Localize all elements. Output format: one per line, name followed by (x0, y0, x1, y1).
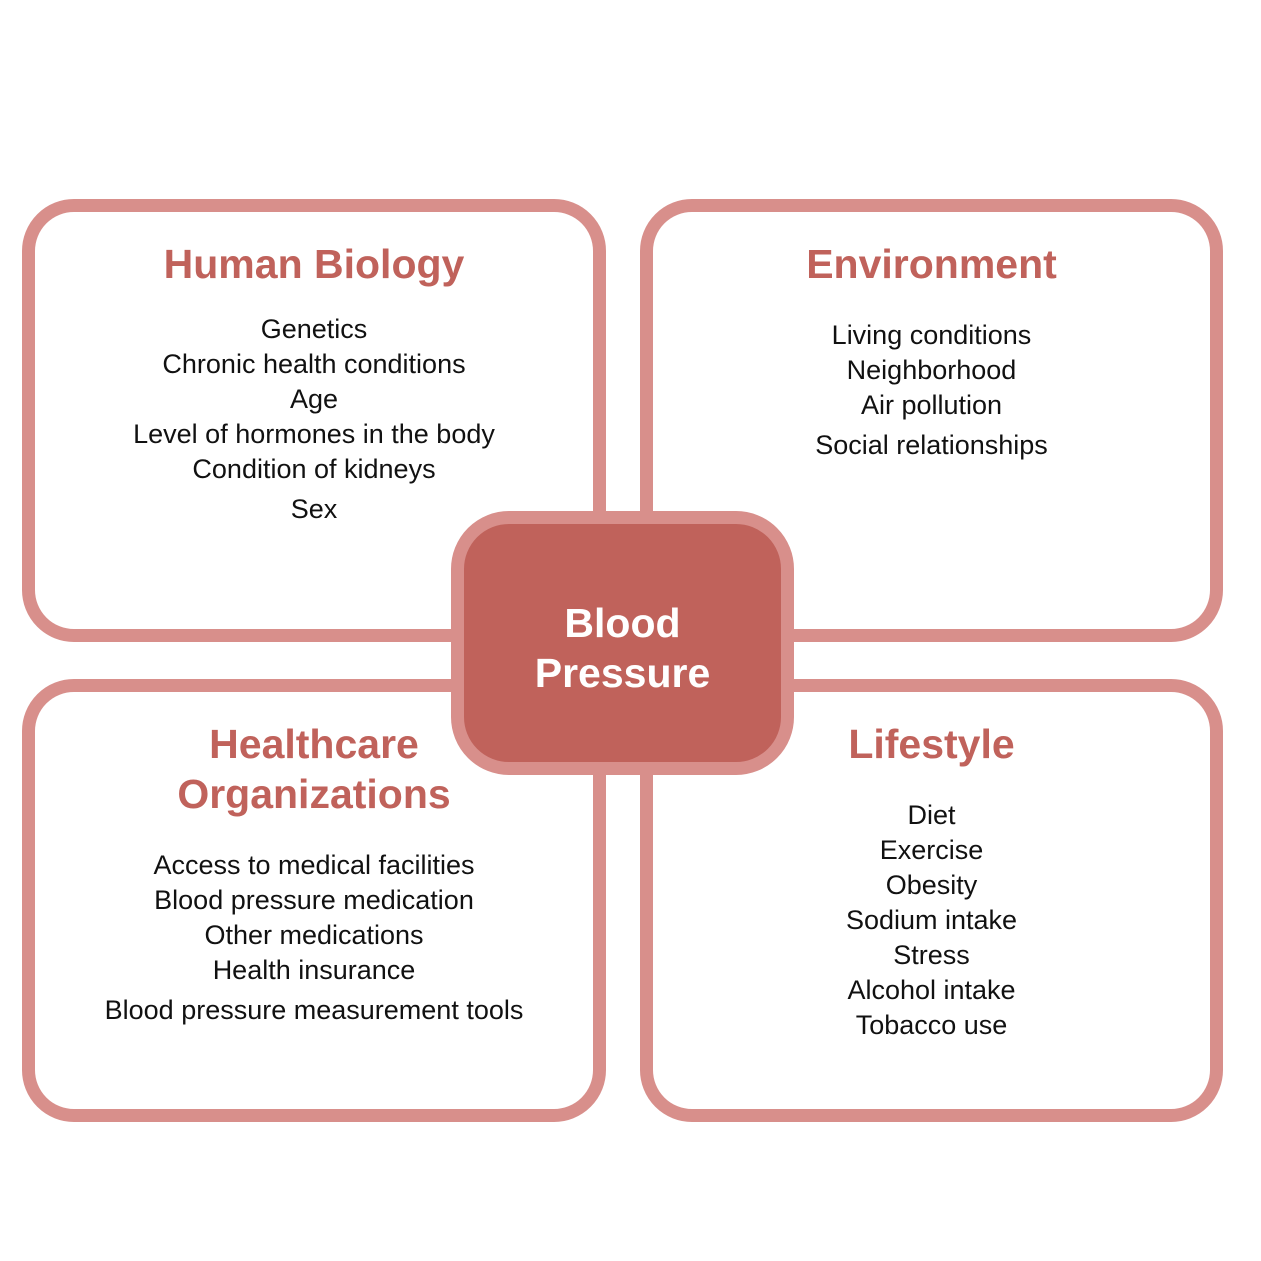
environment-list: Living conditions Neighborhood Air pollu… (653, 318, 1210, 463)
list-item: Living conditions (831, 320, 1032, 350)
list-item: Air pollution (860, 390, 1003, 420)
list-item: Alcohol intake (847, 975, 1016, 1005)
blood-pressure-label: Blood Pressure (464, 598, 781, 698)
list-item: Diet (907, 800, 956, 830)
list-item: Condition of kidneys (192, 454, 436, 484)
list-item: Chronic health conditions (162, 349, 466, 379)
human-biology-box: Human Biology Genetics Chronic health co… (22, 199, 606, 642)
list-item: Blood pressure measurement tools (104, 995, 524, 1025)
healthcare-title-line1: Healthcare (209, 721, 419, 767)
lifestyle-title: Lifestyle (848, 721, 1015, 767)
list-item: Obesity (885, 870, 978, 900)
human-biology-list: Genetics Chronic health conditions Age L… (35, 312, 593, 527)
blood-pressure-center-box: Blood Pressure (451, 511, 794, 775)
list-item: Other medications (204, 920, 424, 950)
list-item: Genetics (260, 314, 368, 344)
center-label-line2: Pressure (534, 650, 711, 696)
list-item: Health insurance (212, 955, 416, 985)
list-item: Tobacco use (855, 1010, 1008, 1040)
environment-title: Environment (806, 241, 1057, 287)
healthcare-organizations-title: Healthcare Organizations (35, 719, 593, 819)
list-item: Social relationships (815, 430, 1048, 460)
list-item: Age (289, 384, 339, 414)
list-item: Neighborhood (846, 355, 1017, 385)
human-biology-title: Human Biology (163, 241, 465, 287)
list-item: Sex (290, 494, 338, 524)
list-item: Access to medical facilities (153, 850, 475, 880)
healthcare-organizations-list: Access to medical facilities Blood press… (35, 848, 593, 1028)
healthcare-title-line2: Organizations (177, 771, 451, 817)
list-item: Blood pressure medication (154, 885, 474, 915)
list-item: Level of hormones in the body (133, 419, 495, 449)
lifestyle-list: Diet Exercise Obesity Sodium intake Stre… (653, 798, 1210, 1043)
list-item: Stress (893, 940, 970, 970)
list-item: Exercise (879, 835, 984, 865)
environment-box: Environment Living conditions Neighborho… (640, 199, 1223, 642)
center-label-line1: Blood (564, 600, 681, 646)
list-item: Sodium intake (845, 905, 1018, 935)
